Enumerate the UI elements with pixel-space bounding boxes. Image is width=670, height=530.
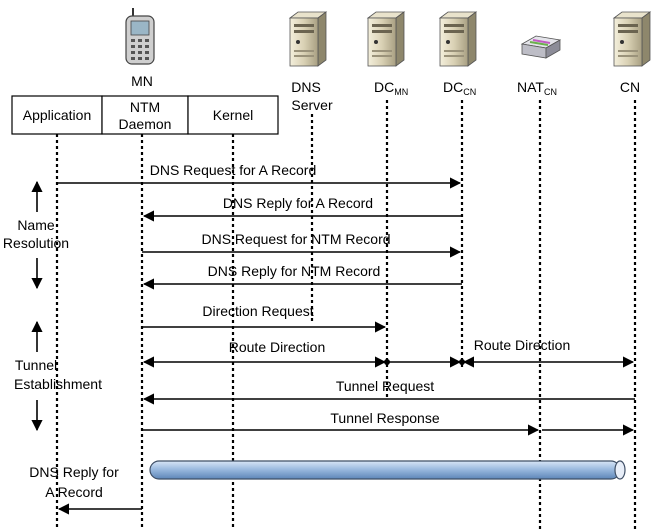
name-resolution-label-1: Name — [17, 217, 55, 233]
dns-reply-final-label-1: DNS Reply for — [29, 464, 119, 480]
name-resolution-label-2: Resolution — [3, 235, 69, 251]
protocol-stack — [11, 95, 279, 135]
daemon-label: Daemon — [119, 116, 172, 132]
dns-request-a-label: DNS Request for A Record — [150, 162, 317, 178]
dns-reply-a-label: DNS Reply for A Record — [223, 195, 373, 211]
mn-label: MN — [131, 73, 153, 89]
dns-label-2: Server — [291, 97, 333, 113]
direction-request-label: Direction Request — [202, 303, 313, 319]
kernel-box — [187, 95, 279, 135]
dc-cn-label: DCCN — [443, 79, 476, 97]
dc-mn-sub: MN — [394, 87, 408, 97]
nat-cn-label: NATCN — [517, 79, 557, 97]
kernel-label: Kernel — [213, 107, 253, 123]
tunnel-pipe — [149, 460, 626, 480]
ntm-label: NTM — [130, 99, 160, 115]
dc-mn-label: DCMN — [374, 79, 408, 97]
dns-label-1: DNS — [291, 79, 321, 95]
lifelines — [55, 100, 637, 530]
dc-mn-main: DC — [374, 79, 394, 95]
tunnel-response-label: Tunnel Response — [330, 410, 439, 426]
dns-request-ntm-label: DNS Request for NTM Record — [201, 231, 390, 247]
dns-reply-ntm-label: DNS Reply for NTM Record — [208, 263, 381, 279]
nat-cn-main: NAT — [517, 79, 544, 95]
application-label: Application — [23, 107, 92, 123]
tunnel-request-label: Tunnel Request — [336, 378, 434, 394]
cn-label: CN — [620, 79, 640, 95]
nat-router-icon — [520, 35, 562, 59]
dc-mn-junction — [384, 359, 390, 365]
application-box — [11, 95, 103, 135]
dc-cn-main: DC — [443, 79, 463, 95]
route-direction-label-1: Route Direction — [229, 339, 326, 355]
mobile-phone-icon — [125, 8, 155, 65]
dc-cn-server-icon — [439, 11, 477, 67]
dns-reply-final-label-2: A Record — [45, 484, 103, 500]
route-direction-label-2: Route Direction — [474, 337, 571, 353]
tunnel-establishment-label-1: Tunnel — [15, 357, 57, 373]
dc-cn-sub: CN — [463, 87, 476, 97]
tunnel-establishment-label-2: Establishment — [14, 376, 102, 392]
ntm-daemon-box — [101, 95, 189, 135]
nat-cn-sub: CN — [544, 87, 557, 97]
cn-server-icon — [613, 11, 651, 67]
dns-server-icon — [289, 11, 327, 67]
dc-mn-server-icon — [367, 11, 405, 67]
